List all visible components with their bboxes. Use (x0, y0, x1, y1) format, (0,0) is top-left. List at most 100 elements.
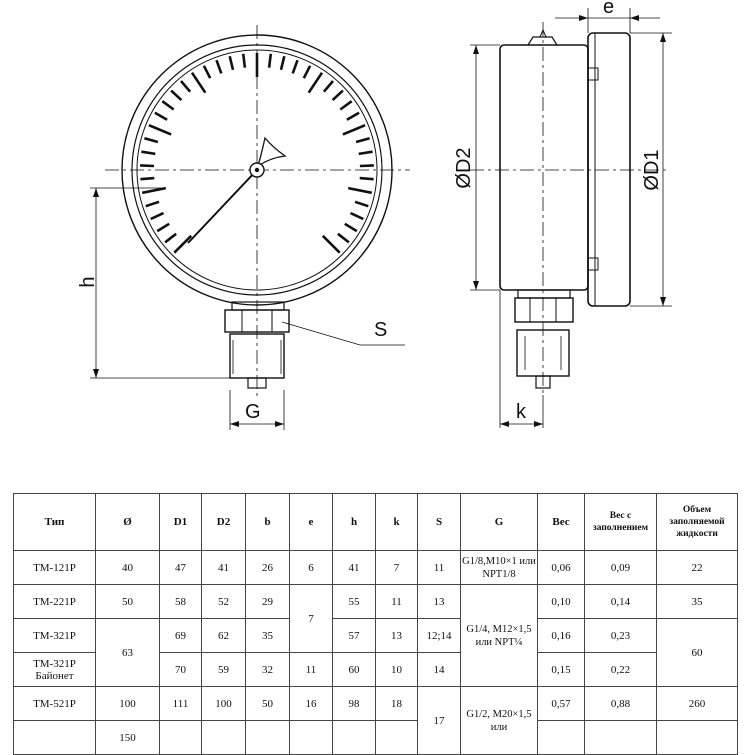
dial-tick (349, 211, 364, 221)
dial-tick (145, 200, 160, 208)
dim-label-d1: ØD1 (641, 149, 663, 190)
dial-tick (154, 111, 168, 121)
header-d2: D2 (201, 493, 246, 551)
dial-tick (161, 100, 175, 111)
dim-label-k: k (516, 401, 527, 423)
bayonet-lug-bottom (587, 257, 599, 271)
cell-d1: 69 (159, 618, 202, 653)
header-e: e (289, 493, 333, 551)
cell-weight: 0,10 (537, 584, 585, 619)
cell-type: ТМ-221Р (13, 584, 96, 619)
cell-s: 13 (417, 584, 461, 619)
technical-drawing: h S G (77, 0, 672, 430)
dial-tick (331, 89, 344, 102)
cell-d2: 62 (201, 618, 246, 653)
pressure-port (247, 377, 267, 389)
dial-tick (141, 150, 156, 156)
dial-tick (302, 65, 312, 79)
cell-type: ТМ-321Р (13, 618, 96, 653)
dial-tick (339, 100, 353, 111)
cell-type: ТМ-321Р Байонет (13, 652, 96, 687)
cell-weight-filled: 0,09 (584, 550, 657, 585)
dial-tick (141, 186, 167, 195)
cell-weight-filled: 0,88 (584, 686, 657, 721)
dial-tick (279, 55, 286, 71)
dim-label-h: h (77, 276, 99, 287)
dial-scale-ticks (140, 53, 374, 254)
cell-d1: 58 (159, 584, 202, 619)
dial-tick (215, 59, 223, 74)
dial-tick (150, 211, 165, 221)
header-fill-volume: Объем заполняемой жидкости (656, 493, 738, 551)
dim-label-s: S (374, 319, 387, 341)
cell-g: G1/2, M20×1,5 или (460, 686, 538, 755)
needle-hub-center (254, 167, 260, 173)
cell-weight: 0,57 (537, 686, 585, 721)
cell-d2: 100 (201, 686, 246, 721)
cell-b: 29 (245, 584, 290, 619)
cell-weight-filled (584, 720, 657, 755)
dial-tick (241, 53, 247, 68)
specifications-table: Тип Ø D1 D2 b e h k S G Вес Вес с заполн… (13, 493, 738, 755)
cell-fill-volume: 60 (656, 618, 738, 687)
cell-h: 98 (332, 686, 376, 721)
cell-weight (537, 720, 585, 755)
cell-d2 (201, 720, 246, 755)
cell-b: 50 (245, 686, 290, 721)
cell-weight-filled: 0,14 (584, 584, 657, 619)
dial-tick (140, 164, 155, 168)
cell-dia: 150 (95, 720, 160, 755)
dial-tick (180, 80, 192, 93)
cell-d1: 70 (159, 652, 202, 687)
case-body (499, 44, 589, 291)
outer-case-ring (121, 34, 393, 306)
cell-fill-volume: 35 (656, 584, 738, 619)
cell-weight: 0,16 (537, 618, 585, 653)
gauge-side-view (470, 8, 672, 428)
dim-label-g: G (245, 401, 261, 423)
cell-k: 13 (375, 618, 418, 653)
dim-label-d2: ØD2 (453, 147, 475, 188)
cell-type: ТМ-521Р (13, 686, 96, 721)
header-weight: Вес (537, 493, 585, 551)
cell-d1: 47 (159, 550, 202, 585)
table-row: ТМ-321Р 63 69 62 35 57 13 12;14 0,16 0,2… (13, 618, 738, 687)
header-g: G (460, 493, 538, 551)
bayonet-lug-top (587, 67, 599, 81)
needle-pointer-head (256, 136, 287, 168)
dial-tick (322, 80, 334, 93)
cell-weight-filled: 0,23 (584, 618, 657, 653)
dial-tick (202, 65, 212, 79)
dial-tick (359, 164, 374, 168)
header-type: Тип (13, 493, 96, 551)
header-s: S (417, 493, 461, 551)
cell-b: 35 (245, 618, 290, 653)
cell-s: 11 (417, 550, 461, 585)
header-h: h (332, 493, 376, 551)
cell-s: 12;14 (417, 618, 461, 653)
dial-tick (190, 71, 207, 94)
hex-nut (224, 309, 290, 333)
table-row: 150 (13, 720, 738, 755)
dial-tick (358, 150, 373, 156)
cell-weight: 0,15 (537, 652, 585, 687)
cell-k: 18 (375, 686, 418, 721)
cell-e (289, 720, 333, 755)
cell-h: 41 (332, 550, 376, 585)
cell-e: 11 (289, 652, 333, 687)
cell-b: 32 (245, 652, 290, 687)
cell-e: 7 (289, 584, 333, 653)
cell-s: 17 (417, 686, 461, 755)
cell-weight-filled: 0,22 (584, 652, 657, 687)
dial-tick (148, 123, 172, 136)
cell-d2: 41 (201, 550, 246, 585)
dial-tick (228, 55, 235, 71)
cell-g: G1/4, M12×1,5 или NPT¼ (460, 584, 538, 687)
side-hex-nut (514, 297, 574, 323)
table-header-row: Тип Ø D1 D2 b e h k S G Вес Вес с заполн… (13, 493, 738, 551)
header-dia: Ø (95, 493, 160, 551)
cell-type: ТМ-121Р (13, 550, 96, 585)
cell-k: 10 (375, 652, 418, 687)
gauge-needle (187, 171, 256, 244)
dial-tick (359, 176, 374, 181)
